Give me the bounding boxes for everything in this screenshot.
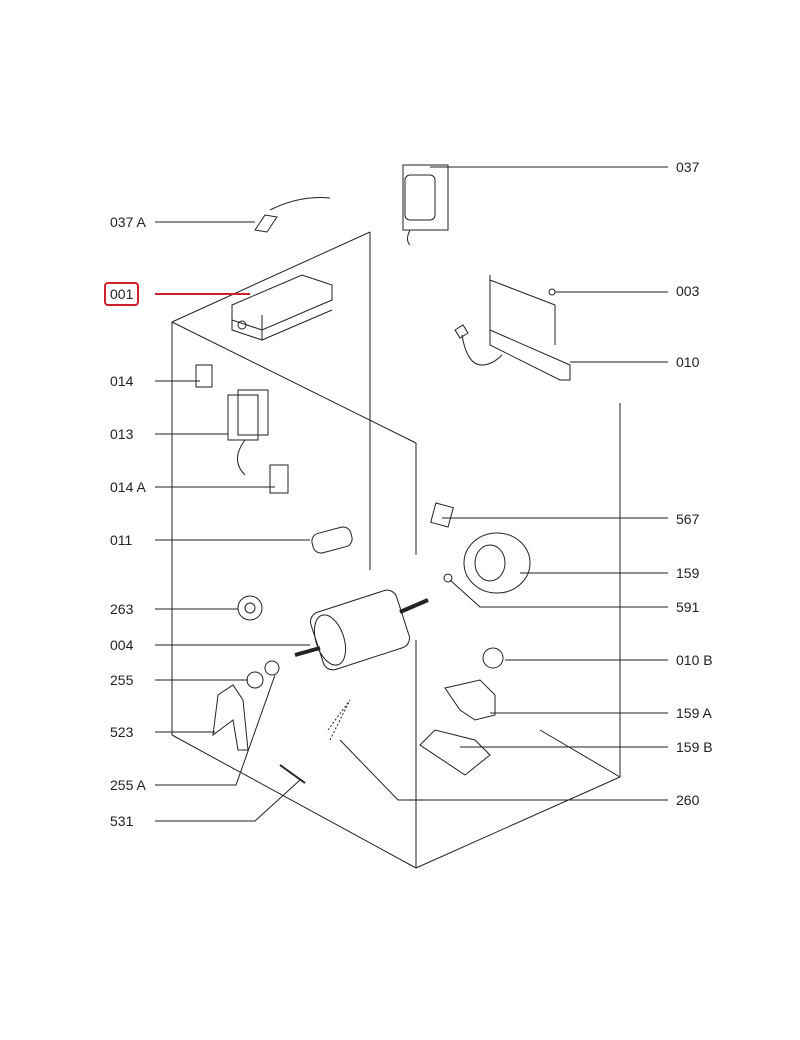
label-255[interactable]: 255 [110,672,134,688]
label-260[interactable]: 260 [676,792,700,808]
duct-part [444,679,496,721]
duct-part-b [419,729,491,776]
label-001-selected[interactable]: 001 [104,282,140,306]
pulley-part [237,595,263,621]
label-159a[interactable]: 159 A [676,705,712,721]
power-cord-part [254,197,331,233]
label-159[interactable]: 159 [676,565,700,581]
label-531[interactable]: 531 [110,813,134,829]
parts [195,164,571,784]
label-255a[interactable]: 255 A [110,777,146,793]
spring-part [327,699,351,741]
label-037a[interactable]: 037 A [110,214,146,230]
label-014[interactable]: 014 [110,373,134,389]
label-010[interactable]: 010 [676,354,700,370]
leader-lines [155,166,668,822]
fan-wheel-part [463,532,531,594]
switch-part-a [269,464,289,494]
label-014a[interactable]: 014 A [110,479,146,495]
label-010b[interactable]: 010 B [676,652,713,668]
motor-part [294,589,429,671]
clip-part [430,502,454,528]
capacitor-part [311,526,353,554]
cabinet-outline [171,231,621,869]
switch-part [195,364,213,388]
label-567[interactable]: 567 [676,511,700,527]
label-011[interactable]: 011 [110,532,133,548]
bearing-part [246,660,280,689]
ring-part [443,573,453,583]
label-013[interactable]: 013 [110,426,134,442]
relay-block-part [227,389,269,476]
label-263[interactable]: 263 [110,601,134,617]
label-159b[interactable]: 159 B [676,739,713,755]
transformer-part [402,164,449,246]
label-523[interactable]: 523 [110,724,134,740]
label-591[interactable]: 591 [676,599,700,615]
mount-bracket-part [212,684,249,751]
label-003[interactable]: 003 [676,283,700,299]
label-037[interactable]: 037 [676,159,700,175]
control-module-part [231,274,333,341]
thermostat-part [482,647,504,669]
screw-part [279,764,306,784]
label-004[interactable]: 004 [110,637,134,653]
bracket-part [454,275,571,381]
